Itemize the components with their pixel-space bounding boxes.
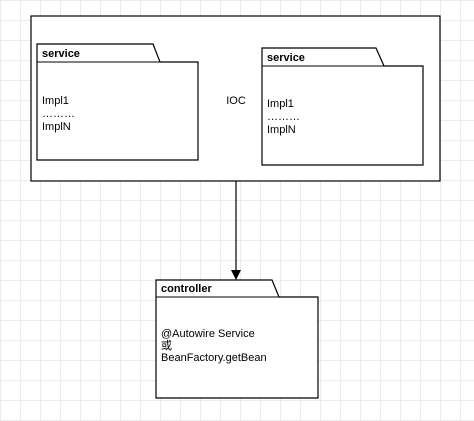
package-line-3: ImplN bbox=[267, 124, 296, 136]
package-shape bbox=[36, 43, 199, 161]
package-line-2: ……… bbox=[42, 108, 75, 120]
package-title: service bbox=[267, 52, 305, 64]
package-line-2: ……… bbox=[267, 111, 300, 123]
package-shape bbox=[261, 47, 424, 166]
package-line-1: @Autowire Service bbox=[161, 328, 255, 340]
package-title: service bbox=[42, 48, 80, 60]
package-line-3: BeanFactory.getBean bbox=[161, 352, 267, 364]
package-line-1: Impl1 bbox=[267, 98, 294, 110]
service-package-left[interactable]: service Impl1 ……… ImplN bbox=[36, 43, 199, 161]
package-shape bbox=[155, 279, 319, 399]
package-line-3: ImplN bbox=[42, 121, 71, 133]
package-line-2: 或 bbox=[161, 339, 172, 352]
package-title: controller bbox=[161, 283, 212, 295]
service-package-right[interactable]: service Impl1 ……… ImplN bbox=[261, 47, 424, 166]
controller-package[interactable]: controller @Autowire Service 或 BeanFacto… bbox=[155, 279, 319, 399]
ioc-label: IOC bbox=[226, 95, 246, 107]
package-line-1: Impl1 bbox=[42, 95, 69, 107]
